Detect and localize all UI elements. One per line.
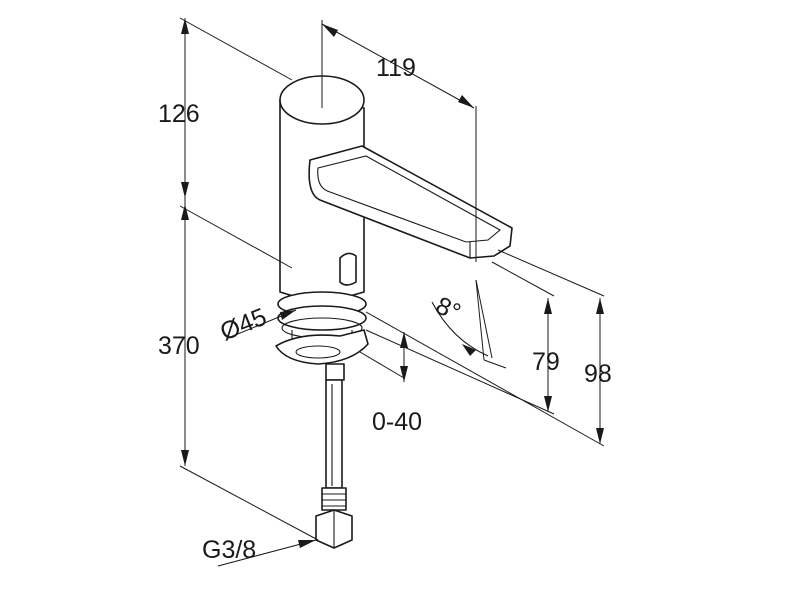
label-body-height: 370 — [158, 332, 200, 360]
mounting-clamp — [275, 329, 369, 365]
sensor-window — [339, 252, 357, 286]
faucet-illustration — [275, 75, 513, 549]
label-angle: 8° — [431, 291, 464, 326]
label-thread: G3/8 — [202, 536, 256, 564]
label-spout-length: 119 — [376, 54, 416, 82]
label-total-height: 98 — [584, 360, 612, 388]
label-adjust-range: 0-40 — [372, 408, 422, 436]
dimension-lines — [179, 17, 605, 567]
dimension-labels: 126 119 370 Ø45 0-40 8° 79 98 G3/8 — [158, 54, 612, 564]
label-diameter: Ø45 — [216, 303, 270, 347]
label-top-height: 126 — [158, 100, 200, 128]
label-spout-height: 79 — [532, 348, 560, 376]
faucet-spout — [308, 145, 513, 259]
supply-hose — [325, 379, 343, 489]
